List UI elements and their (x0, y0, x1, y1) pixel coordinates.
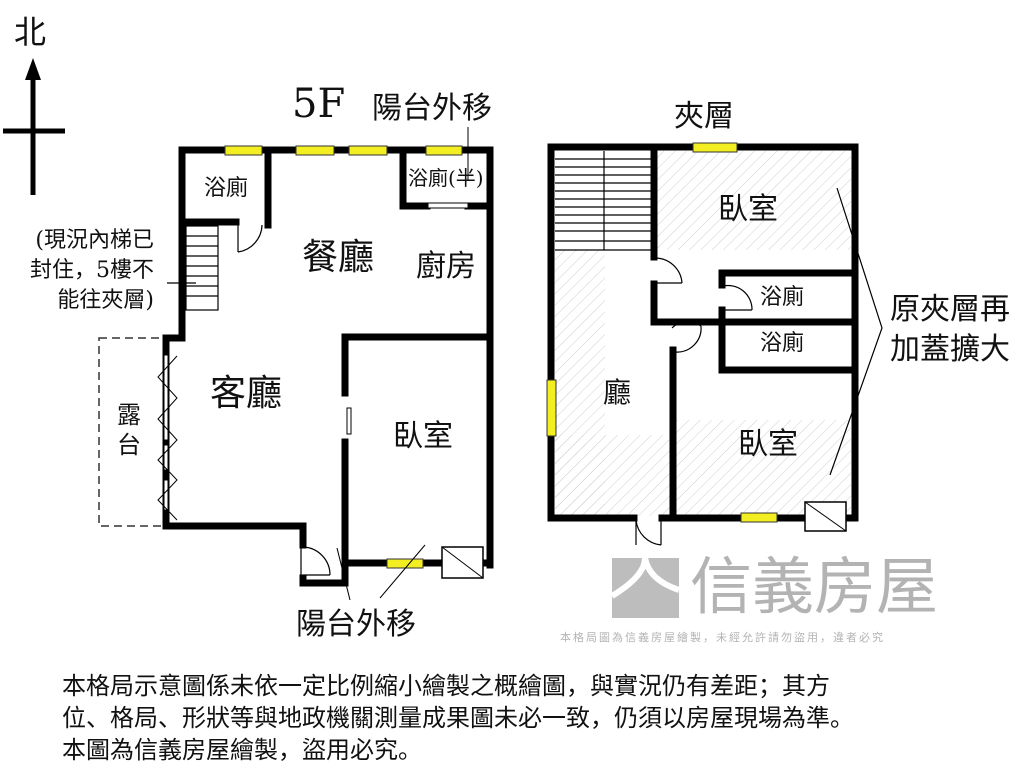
disclaimer-line: 本格局示意圖係未依一定比例縮小繪製之概繪圖，與實況仍有差距；其方 (62, 672, 830, 700)
room-half-bath: 浴廁(半) (408, 166, 484, 190)
hatch-hall-lower (555, 435, 671, 516)
floor-title-5f: 5F (292, 81, 346, 127)
expansion-note-line: 原夾層再 (890, 292, 1010, 327)
watermark-brand: 信義房屋 (690, 550, 939, 623)
room-dining: 餐廳 (302, 237, 375, 278)
room-bath-1: 浴廁 (760, 285, 805, 310)
sliding-door[interactable] (157, 202, 469, 521)
disclaimer-line: 位、格局、形狀等與地政機關測量成果圖未必一致，仍須以房屋現場為準。 (62, 704, 854, 732)
windows-mezzanine (546, 142, 778, 523)
mezzanine-walls (547, 143, 859, 522)
room-terrace-1: 露 (117, 401, 141, 429)
stair-note: (現況內梯已 封住，5樓不 能往夾層) (30, 226, 154, 316)
stair-note-line: (現況內梯已 (35, 228, 154, 253)
disclaimer: 本格局示意圖係未依一定比例縮小繪製之概繪圖，與實況仍有差距；其方 位、格局、形狀… (62, 670, 854, 766)
room-kitchen: 廚房 (416, 249, 476, 284)
expansion-note-line: 加蓋擴大 (890, 332, 1010, 367)
room-hall: 廳 (603, 376, 632, 409)
door-swing[interactable] (237, 222, 331, 576)
stair-note-line: 能往夾層) (57, 288, 154, 313)
disclaimer-line: 本圖為信義房屋繪製，盜用必究。 (62, 736, 422, 764)
room-bath-2: 浴廁 (760, 331, 805, 356)
room-bedroom-5f: 臥室 (393, 419, 453, 454)
hatch-bedroom-bottom (676, 420, 851, 516)
stairs-5f (167, 225, 219, 311)
expansion-bracket (829, 187, 883, 476)
stair-note-line: 封住，5樓不 (30, 258, 154, 283)
watermark-notice: 本格局圖為信義房屋繪製，未經允許請勿盜用，違者必究 (560, 631, 885, 644)
room-bedroom-bottom: 臥室 (738, 427, 798, 462)
expansion-note: 原夾層再 加蓋擴大 (890, 290, 1010, 370)
room-terrace-2: 台 (117, 431, 141, 459)
balcony-moved-label-top: 陽台外移 (372, 91, 492, 126)
floor-title-mezzanine: 夾層 (674, 99, 734, 134)
room-bedroom-top: 臥室 (718, 192, 778, 227)
hatch-bedroom-top (657, 151, 851, 250)
5f-walls (162, 146, 494, 587)
leader-lines (336, 127, 469, 601)
balcony-moved-label-bottom: 陽台外移 (296, 607, 416, 642)
north-arrow-icon (3, 58, 65, 195)
stairs-mezzanine (555, 151, 651, 251)
room-living: 客廳 (210, 373, 283, 414)
door-swing-mezzanine[interactable] (635, 257, 753, 546)
watermark-logo-icon (610, 557, 681, 618)
north-label: 北 (14, 13, 47, 51)
windows-5f (224, 145, 463, 569)
room-bath: 浴廁 (204, 176, 249, 201)
